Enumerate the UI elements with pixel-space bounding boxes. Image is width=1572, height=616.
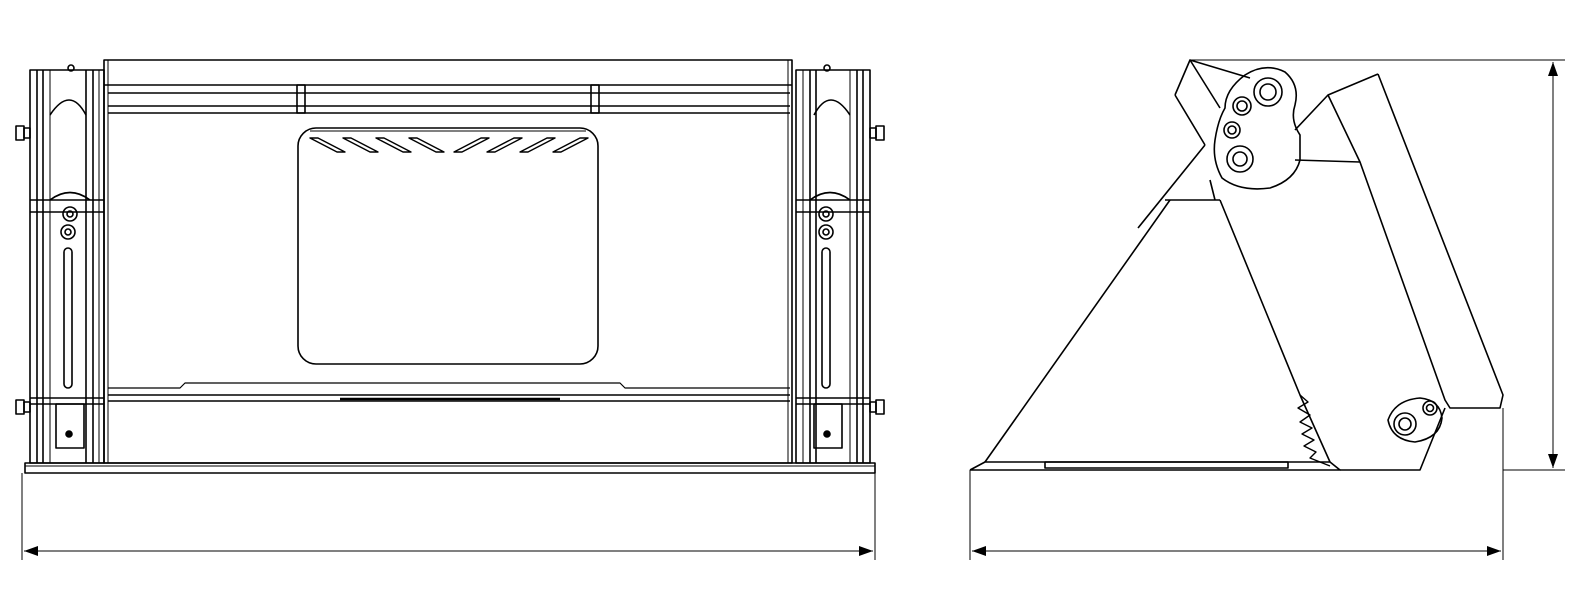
front-base-plate: [25, 463, 875, 473]
left-side-bracket: [16, 65, 104, 463]
side-plate: [1220, 200, 1330, 462]
side-view: [970, 60, 1503, 470]
weld-edge: [1298, 395, 1330, 466]
front-view: [16, 60, 884, 473]
front-width-dimension: [22, 473, 875, 560]
pin-hole-large-mid: [1227, 146, 1253, 172]
pivot-hole-large: [1394, 413, 1416, 435]
pin-hole-large-top: [1254, 78, 1282, 106]
pivot-hole-small: [1423, 401, 1437, 415]
mount-bracket: [1214, 68, 1300, 189]
front-back-panel: [104, 60, 792, 463]
vent-slots: [310, 138, 588, 152]
mount-window: [298, 128, 598, 364]
pin-hole-small-top: [1233, 97, 1251, 115]
right-side-bracket: [796, 65, 884, 463]
pin-hole-small-mid: [1224, 122, 1240, 138]
side-dimensions: [970, 60, 1565, 560]
